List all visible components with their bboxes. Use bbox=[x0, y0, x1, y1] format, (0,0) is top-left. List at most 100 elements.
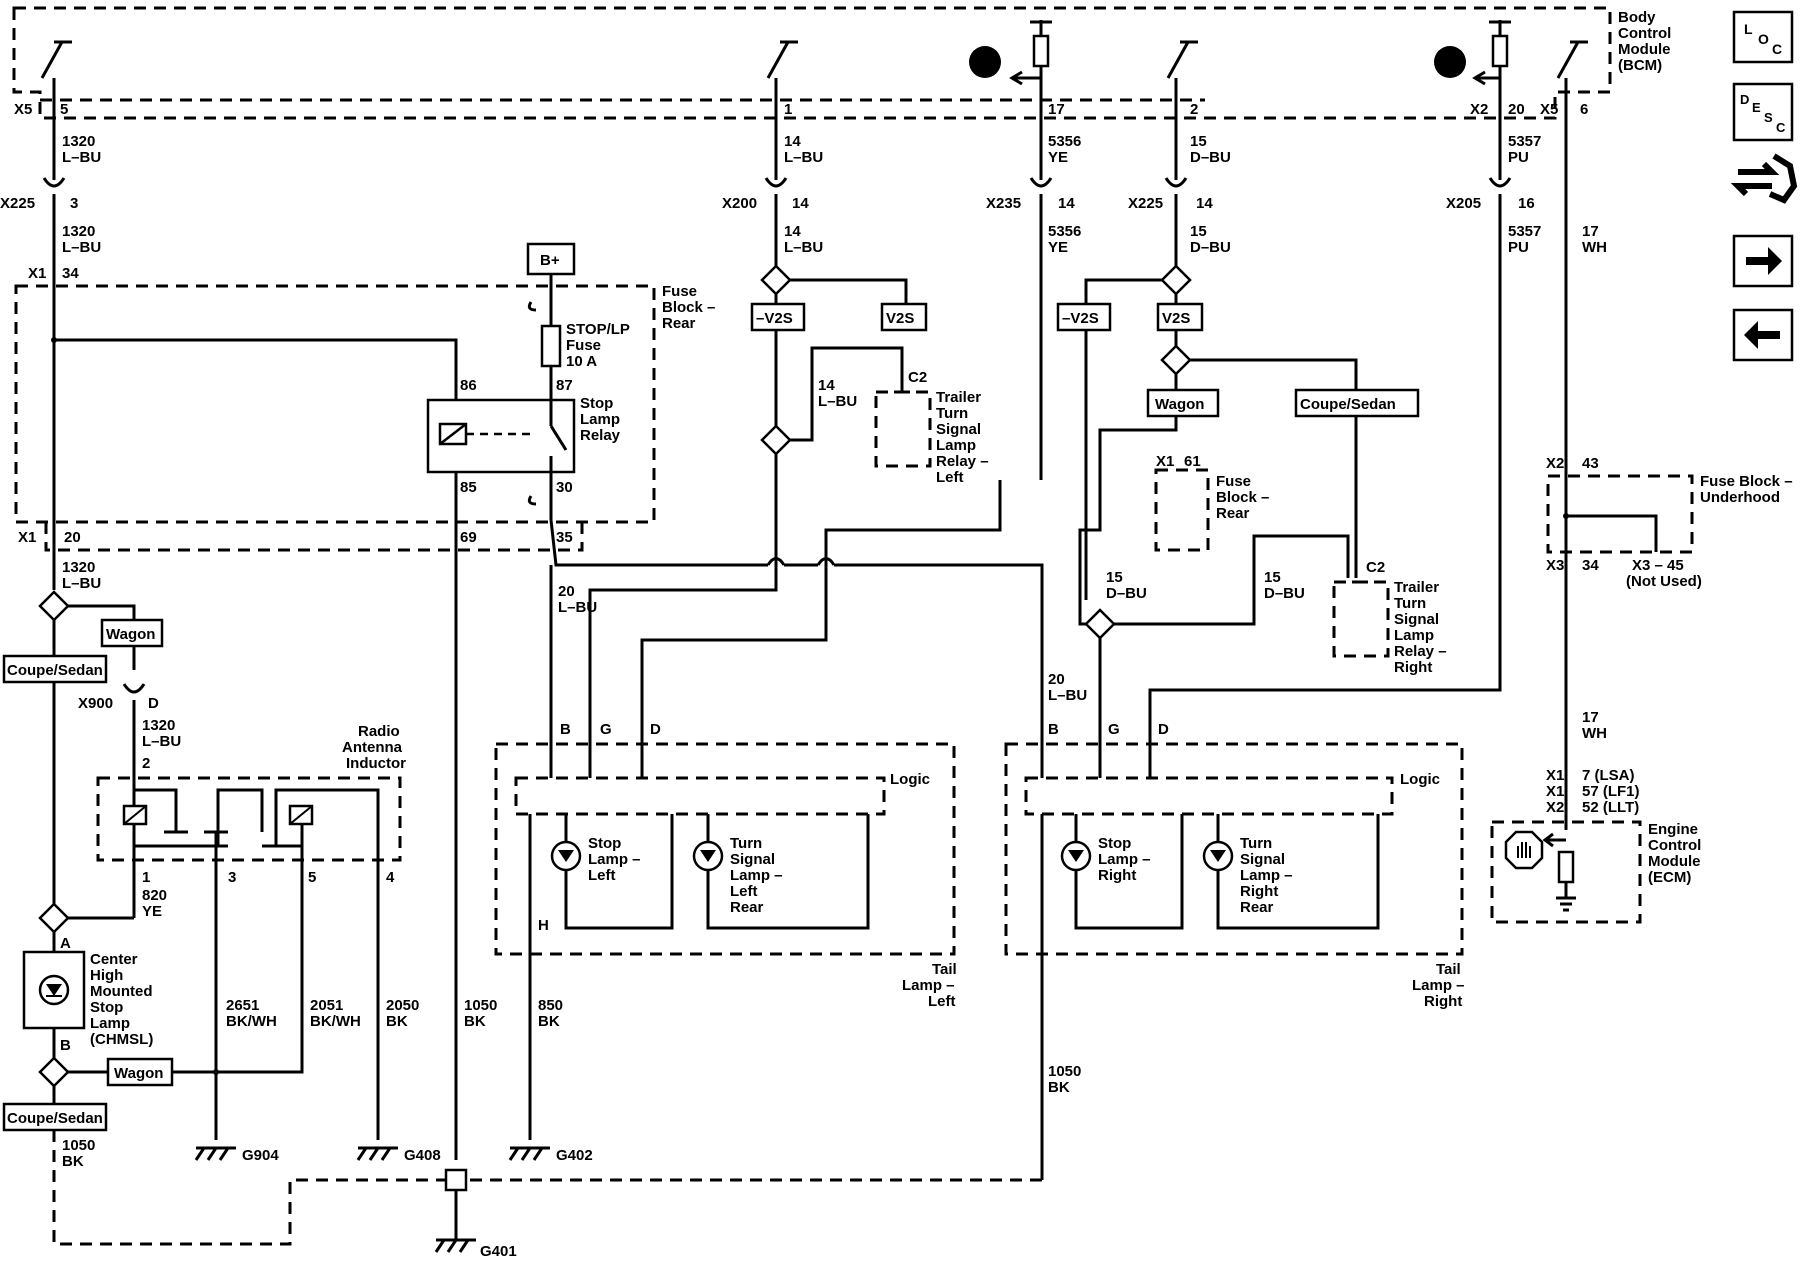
diagram-label: A bbox=[60, 935, 71, 952]
diagram-label: Coupe/Sedan bbox=[1300, 396, 1396, 413]
diagram-label: Relay bbox=[580, 427, 621, 444]
diagram-label: L–BU bbox=[784, 149, 823, 166]
diagram-label: 820 bbox=[142, 887, 167, 904]
diagram-label: Block – bbox=[1216, 489, 1269, 506]
arrow-left-icon bbox=[1744, 321, 1780, 349]
diagram-label: Tail bbox=[932, 961, 957, 978]
diagram-label: 14 bbox=[784, 223, 801, 240]
diagram-label: 52 (LLT) bbox=[1582, 799, 1639, 816]
diagram-label: 15 bbox=[1264, 569, 1281, 586]
diagram-label: 20 bbox=[64, 529, 81, 546]
diagram-label: 17 bbox=[1582, 709, 1599, 726]
diagram-label: 1 bbox=[142, 869, 150, 886]
diagram-label: 1050 bbox=[62, 1137, 95, 1154]
diagram-label: Lamp – bbox=[1240, 867, 1293, 884]
ground-symbols: G904 G408 G402 G401 bbox=[194, 1146, 593, 1260]
diagram-label: X1 bbox=[18, 529, 36, 546]
diagram-label: Tail bbox=[1436, 961, 1461, 978]
diagram-label: X900 bbox=[78, 695, 113, 712]
diagram-label: D bbox=[1740, 92, 1749, 107]
diagram-label: Left bbox=[730, 883, 758, 900]
diagram-label: (ECM) bbox=[1648, 869, 1691, 886]
location-icon bbox=[1732, 10, 1794, 64]
diagram-label: B bbox=[1048, 721, 1059, 738]
diagram-label: X5 bbox=[14, 101, 32, 118]
diagram-label: Fuse bbox=[662, 283, 697, 300]
diagram-label: Lamp bbox=[90, 1015, 130, 1032]
diagram-label: 16 bbox=[1518, 195, 1535, 212]
diagram-label: G408 bbox=[404, 1147, 441, 1164]
diagram-label: Antenna bbox=[342, 739, 403, 756]
diagram-label: X1 bbox=[1546, 783, 1564, 800]
diagram-label: 4 bbox=[386, 869, 395, 886]
diagram-label: 3 bbox=[70, 195, 78, 212]
diagram-label: 5 bbox=[308, 869, 316, 886]
diagram-label: Fuse bbox=[1216, 473, 1251, 490]
diagram-label: 5357 bbox=[1508, 223, 1541, 240]
stop-lamp-relay: 86 87 85 30 Stop Lamp Relay 69 35 bbox=[426, 377, 621, 546]
diagram-label: X1 bbox=[28, 265, 46, 282]
diagram-label: 1320 bbox=[62, 559, 95, 576]
diagram-label: O bbox=[1758, 31, 1769, 47]
diagram-label: Module bbox=[1648, 853, 1701, 870]
bcm-pin-labels: X5 5 1320 L–BU 1 14 L–BU 17 5356 YE 2 15… bbox=[14, 101, 1588, 166]
diagram-label: 86 bbox=[460, 377, 477, 394]
diagram-label: L–BU bbox=[818, 393, 857, 410]
bcm-label: Body Control Module (BCM) bbox=[1618, 9, 1671, 74]
engine-control-module: X1 7 (LSA) X1 57 (LF1) X2 52 (LLT) Engin… bbox=[1490, 767, 1701, 924]
next-page-button[interactable] bbox=[1732, 234, 1794, 288]
diagram-label: 2051 bbox=[310, 997, 343, 1014]
fuse-block-rear: Fuse Block – Rear X1 34 X1 20 bbox=[14, 265, 715, 552]
diagram-label: Stop bbox=[90, 999, 123, 1016]
bcm-output-wires bbox=[52, 66, 1568, 470]
diagram-label: Wagon bbox=[114, 1065, 163, 1082]
diagram-label: D–BU bbox=[1106, 585, 1147, 602]
diagram-label: 7 (LSA) bbox=[1582, 767, 1635, 784]
diagram-label: Radio bbox=[358, 723, 400, 740]
diagram-label: Turn bbox=[1240, 835, 1272, 852]
description-icon bbox=[1732, 82, 1794, 142]
diagram-label: G401 bbox=[480, 1243, 517, 1260]
connector-view-button[interactable] bbox=[1730, 153, 1798, 204]
bcm-boundary bbox=[12, 6, 1612, 120]
diagram-label: Relay – bbox=[936, 453, 989, 470]
diagram-label: Rear bbox=[662, 315, 696, 332]
chmsl-branch: 1320 L–BU Wagon Coupe/Sedan X900 D 1320 … bbox=[2, 559, 181, 952]
diagram-label: Logic bbox=[1400, 771, 1440, 788]
description-button[interactable]: D E S C bbox=[1732, 82, 1794, 142]
fuse-block-underhood: X2 43 Fuse Block – Underhood X3 34 X3 – … bbox=[1546, 455, 1793, 830]
diagram-label: X2 bbox=[1470, 101, 1488, 118]
diagram-label: 20 bbox=[1508, 101, 1525, 118]
diagram-label: X2 bbox=[1546, 799, 1564, 816]
tail-lamp-right: B G D Logic Stop Lamp – Right Turn Signa… bbox=[456, 721, 1465, 1182]
diagram-label: 30 bbox=[556, 479, 573, 496]
diagram-label: Lamp bbox=[580, 411, 620, 428]
diagram-label: Control bbox=[1648, 837, 1701, 854]
location-button[interactable]: L O C bbox=[1732, 10, 1794, 64]
diagram-label: Signal bbox=[1240, 851, 1285, 868]
diagram-label: Stop bbox=[1098, 835, 1131, 852]
diagram-label: 14 bbox=[784, 133, 801, 150]
diagram-label: L–BU bbox=[142, 733, 181, 750]
diagram-label: C bbox=[1776, 120, 1786, 135]
diagram-label: 43 bbox=[1582, 455, 1599, 472]
diagram-label: BK bbox=[62, 1153, 84, 1170]
diagram-label: V2S bbox=[1162, 310, 1190, 327]
diagram-label: Lamp – bbox=[1098, 851, 1151, 868]
diagram-label: Trailer bbox=[1394, 579, 1439, 596]
wire-label: L–BU bbox=[1048, 687, 1087, 704]
bcm-led-outputs bbox=[969, 20, 1511, 86]
diagram-label: 85 bbox=[460, 479, 477, 496]
diagram-label: X200 bbox=[722, 195, 757, 212]
diagram-label: Wagon bbox=[106, 626, 155, 643]
diagram-label: BK bbox=[1048, 1079, 1070, 1096]
diagram-label: –V2S bbox=[1062, 310, 1099, 327]
diagram-label: H bbox=[538, 917, 549, 934]
diagram-label: Mounted bbox=[90, 983, 152, 1000]
diagram-label: Relay – bbox=[1394, 643, 1447, 660]
diagram-label: Underhood bbox=[1700, 489, 1780, 506]
trailer-turn-relay-left: C2 Trailer Turn Signal Lamp Relay – Left bbox=[874, 369, 989, 486]
diagram-label: Trailer bbox=[936, 389, 981, 406]
previous-page-button[interactable] bbox=[1732, 308, 1794, 362]
diagram-label: Signal bbox=[936, 421, 981, 438]
